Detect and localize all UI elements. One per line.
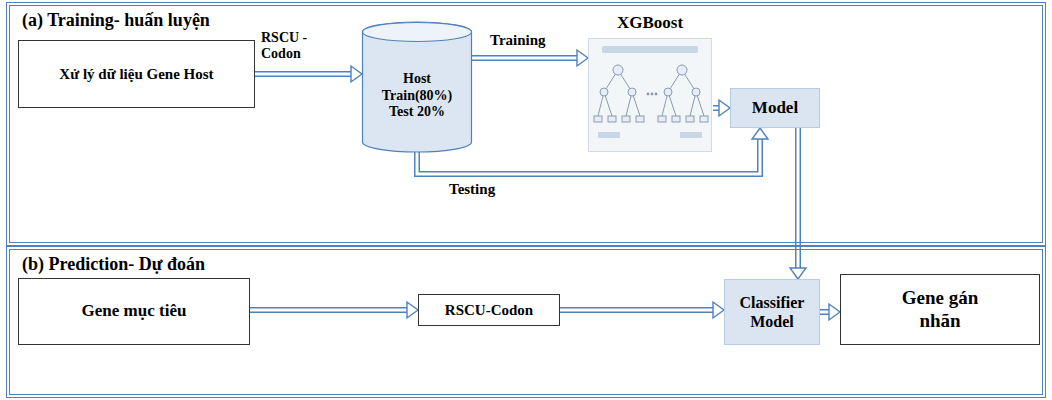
double-arrow (790, 128, 806, 279)
node-label: Gene gán nhãn (880, 287, 1000, 333)
illustration-header (602, 46, 698, 53)
double-arrow (713, 100, 730, 116)
panel-title: (a) Training- huấn luyện (22, 10, 210, 31)
arrow-outer (255, 71, 353, 77)
model-box: Model (730, 88, 820, 128)
double-arrow (472, 50, 588, 66)
double-arrow (820, 304, 840, 320)
edge-label: Testing (447, 181, 497, 198)
arrow-inner (255, 73, 353, 76)
node-label: Xử lý dữ liệu Gene Host (59, 65, 213, 83)
tree-left (594, 65, 644, 122)
classifier-box: Classifier Model (724, 279, 820, 345)
arrow-head (351, 66, 362, 82)
arrow-head (719, 100, 730, 116)
tree-right (658, 65, 708, 122)
model-name: XGBoost (589, 13, 711, 33)
arrow-inner (472, 57, 579, 60)
double-arrow (560, 302, 724, 318)
edge-label: Training (488, 32, 548, 49)
double-arrow (255, 66, 362, 82)
arrow-inner (250, 309, 409, 312)
ellipsis-dots (647, 93, 658, 96)
arrow-head (790, 268, 806, 279)
arrow-head (713, 302, 724, 318)
xgboost-illustration (588, 38, 712, 152)
output-box: Gene gán nhãn (840, 274, 1040, 345)
double-arrow (250, 302, 418, 318)
arrow-outer (250, 307, 409, 313)
process-box: Xử lý dữ liệu Gene Host (18, 40, 255, 108)
arrow-outer (560, 307, 715, 313)
arrow-head (577, 50, 588, 66)
node-label: Host Train(80%) Test 20% (371, 71, 463, 121)
arrow-head (407, 302, 418, 318)
node-label: Gene mục tiêu (82, 301, 187, 321)
cylinder-outline (362, 22, 472, 152)
illustration-ground (588, 38, 712, 152)
process-box: RSCU-Codon (418, 294, 560, 326)
arrow-outer (472, 55, 579, 61)
arrow-inner (560, 309, 715, 312)
panel-title: (b) Prediction- Dự đoán (22, 254, 205, 275)
leaf-bar (680, 132, 702, 138)
node-label: Model (752, 98, 798, 118)
edge-label: RSCU -Codon (259, 30, 319, 62)
cylinder-top (363, 23, 472, 42)
prediction-panel: (b) Prediction- Dự đoánGene mục tiêu RSCU… (6, 246, 1046, 398)
node-label: Classifier Model (733, 293, 811, 331)
arrow-head (752, 128, 768, 139)
cylinder-body (363, 22, 472, 152)
input-box: Gene mục tiêu (18, 278, 250, 345)
database-cylinder: Host Train(80%) Test 20% (362, 22, 472, 152)
node-label: RSCU-Codon (445, 301, 533, 319)
arrow-head (829, 304, 840, 320)
leaf-bar (598, 132, 620, 138)
model-illustration-frame: XGBoost (588, 38, 712, 152)
